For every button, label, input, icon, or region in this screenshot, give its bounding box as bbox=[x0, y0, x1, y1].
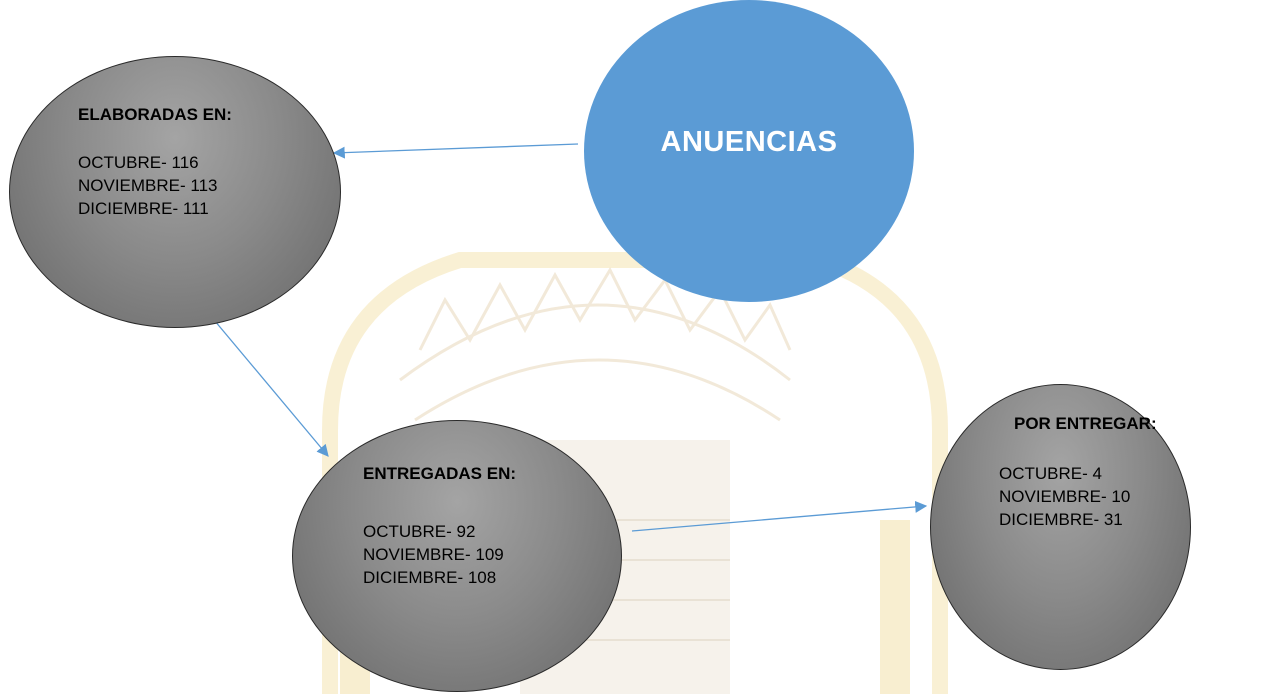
node-anuencias-label: ANUENCIAS bbox=[660, 126, 838, 158]
node-por-entregar-list: OCTUBRE- 4 NOVIEMBRE- 10 DICIEMBRE- 31 bbox=[999, 462, 1130, 531]
list-item: DICIEMBRE- 108 bbox=[363, 568, 497, 587]
list-item: DICIEMBRE- 31 bbox=[999, 510, 1123, 529]
node-por-entregar-title: POR ENTREGAR: bbox=[1014, 414, 1157, 433]
node-entregadas-title: ENTREGADAS EN: bbox=[363, 464, 517, 483]
node-entregadas: ENTREGADAS EN: OCTUBRE- 92 NOVIEMBRE- 10… bbox=[292, 420, 622, 692]
node-anuencias: ANUENCIAS bbox=[584, 0, 914, 302]
list-item: NOVIEMBRE- 10 bbox=[999, 487, 1131, 506]
node-entregadas-list: OCTUBRE- 92 NOVIEMBRE- 109 DICIEMBRE- 10… bbox=[363, 520, 504, 589]
node-elaboradas-list: OCTUBRE- 116 NOVIEMBRE- 113 DICIEMBRE- 1… bbox=[78, 151, 218, 220]
node-elaboradas: ELABORADAS EN: OCTUBRE- 116 NOVIEMBRE- 1… bbox=[9, 56, 341, 328]
arrow-anuencias-to-elaboradas bbox=[332, 143, 579, 159]
list-item: OCTUBRE- 92 bbox=[363, 522, 476, 541]
list-item: DICIEMBRE- 111 bbox=[78, 199, 209, 218]
list-item: NOVIEMBRE- 113 bbox=[78, 176, 218, 195]
node-por-entregar: POR ENTREGAR: OCTUBRE- 4 NOVIEMBRE- 10 D… bbox=[930, 384, 1191, 670]
list-item: OCTUBRE- 4 bbox=[999, 464, 1102, 483]
arrow-entregadas-to-por-entregar bbox=[631, 500, 928, 532]
list-item: OCTUBRE- 116 bbox=[78, 153, 199, 172]
node-elaboradas-title: ELABORADAS EN: bbox=[78, 105, 232, 124]
list-item: NOVIEMBRE- 109 bbox=[363, 545, 504, 564]
